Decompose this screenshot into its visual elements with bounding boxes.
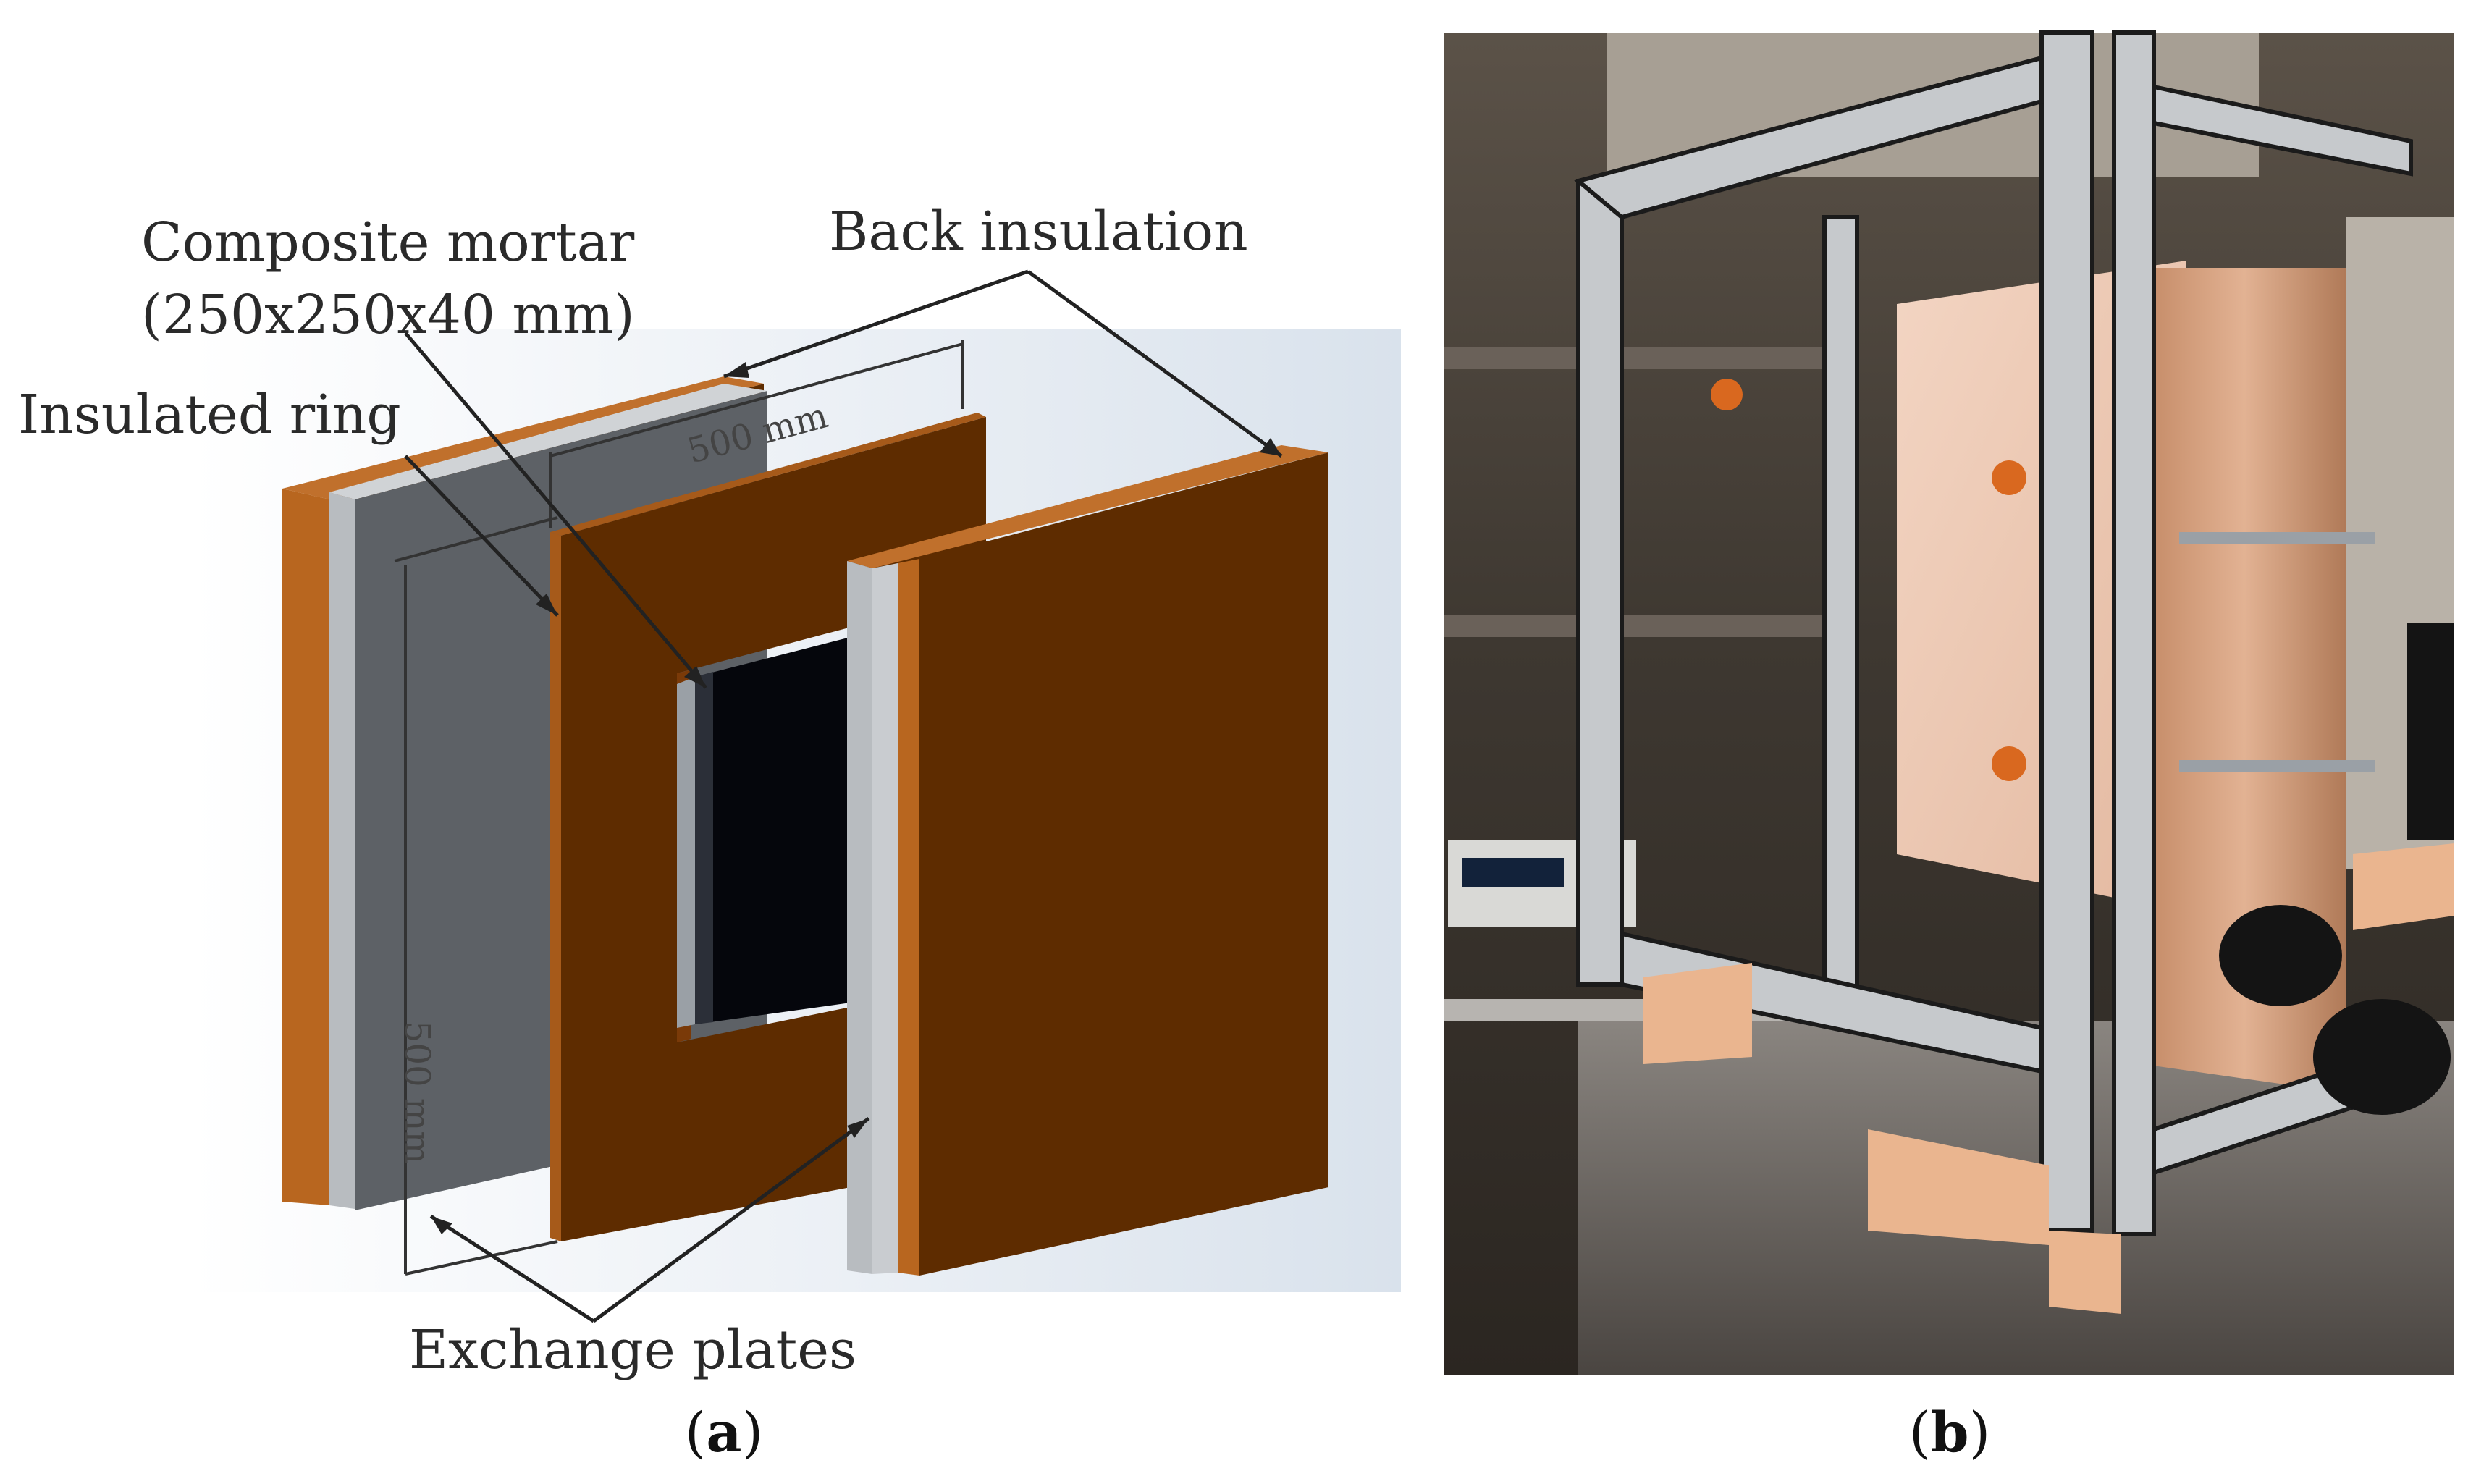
ring-side-edge [550, 532, 561, 1241]
foam-block-2 [1868, 1129, 2049, 1245]
mortar-side [695, 672, 713, 1024]
photo-shelf-1 [1444, 347, 1850, 369]
photo-wood-board [2143, 268, 2346, 1093]
hose-2 [2313, 999, 2451, 1115]
frame-post-4 [1822, 215, 1859, 1001]
caption-a-letter: a [706, 1400, 741, 1464]
insulation-side-right [898, 559, 919, 1276]
photo-foam-blocks [1643, 843, 2454, 1314]
frame-post-2 [2039, 30, 2094, 1233]
insulation-face-right [919, 452, 1328, 1276]
plate-side-edge [329, 492, 355, 1209]
back-insulation-right [847, 445, 1328, 1276]
foam-block-1 [1643, 963, 1752, 1064]
frame-top-beam [1573, 55, 2044, 220]
arrow-exchange-plate-right [847, 1118, 869, 1138]
arrow-composite-mortar [684, 666, 706, 688]
ring-top-edge [550, 413, 986, 536]
dim-height-ext-bottom [405, 1240, 558, 1276]
clamp-handle-2 [1992, 460, 2026, 495]
plate-strip-right [872, 563, 898, 1274]
arrow-back-insulation-left [724, 362, 749, 378]
leader-insulated-ring [404, 455, 559, 617]
arrow-exchange-plate-left [431, 1216, 452, 1234]
caption-a-close: ) [742, 1400, 764, 1464]
foam-block-4 [2353, 843, 2454, 930]
photo-datalogger-display [1462, 858, 1564, 887]
caption-b: (b) [1909, 1400, 1990, 1464]
insulation-top-edge-right [847, 445, 1328, 568]
plate-top-edge [329, 384, 767, 499]
hose-1 [2219, 905, 2342, 1006]
frame-post-3 [2112, 30, 2156, 1236]
frame-post-1 [1576, 179, 1624, 987]
leader-lines [404, 269, 1283, 1323]
photo-clamps [1711, 379, 2375, 781]
caption-b-close: ) [1969, 1400, 1991, 1464]
clamp-handle-3 [1992, 746, 2026, 781]
composite-mortar-sample [677, 637, 851, 1028]
label-dim-height: 500 mm [397, 1021, 437, 1164]
panel-a-diagram: Composite mortar (250x250x40 mm) Back in… [18, 201, 1401, 1464]
label-exchange-plates: Exchange plates [409, 1319, 856, 1381]
label-insulated-ring: Insulated ring [18, 384, 401, 446]
leader-exchange-plate-right [592, 1116, 870, 1323]
label-composite-mortar-1: Composite mortar [141, 211, 635, 274]
clamp-handle-1 [1711, 379, 1743, 410]
foam-block-3 [2049, 1231, 2121, 1314]
label-back-insulation: Back insulation [829, 201, 1248, 263]
leader-arrowheads [431, 362, 1281, 1234]
photo-hoses [2219, 623, 2454, 1115]
arrow-back-insulation-right [1260, 438, 1281, 456]
caption-a: (a) [685, 1400, 764, 1464]
mortar-plate-edge [677, 677, 695, 1028]
leader-back-insulation-right [1027, 269, 1283, 458]
dim-height-ext-top [394, 516, 558, 562]
plate-side-edge-right [847, 561, 872, 1274]
arrow-insulated-ring [536, 594, 557, 615]
dimension-lines [394, 340, 964, 1276]
hose-3 [2407, 623, 2454, 840]
panel-b-photo: (b) [1444, 30, 2454, 1464]
leader-back-insulation-left [723, 269, 1029, 379]
photo-shelf-2 [1444, 615, 1850, 637]
frame-top-right-beam [2152, 84, 2413, 177]
clamp-bar-1 [2179, 532, 2375, 544]
leader-composite-mortar [404, 332, 707, 689]
caption-b-letter: b [1930, 1400, 1968, 1464]
mortar-face [695, 637, 851, 1024]
leader-exchange-plate-left [429, 1214, 595, 1323]
label-composite-mortar-2: (250x250x40 mm) [141, 284, 635, 346]
insulation-side-edge [282, 489, 329, 1205]
caption-b-open: ( [1909, 1400, 1931, 1464]
caption-a-open: ( [685, 1400, 707, 1464]
clamp-bar-2 [2179, 760, 2375, 772]
dim-width-line [549, 342, 964, 458]
